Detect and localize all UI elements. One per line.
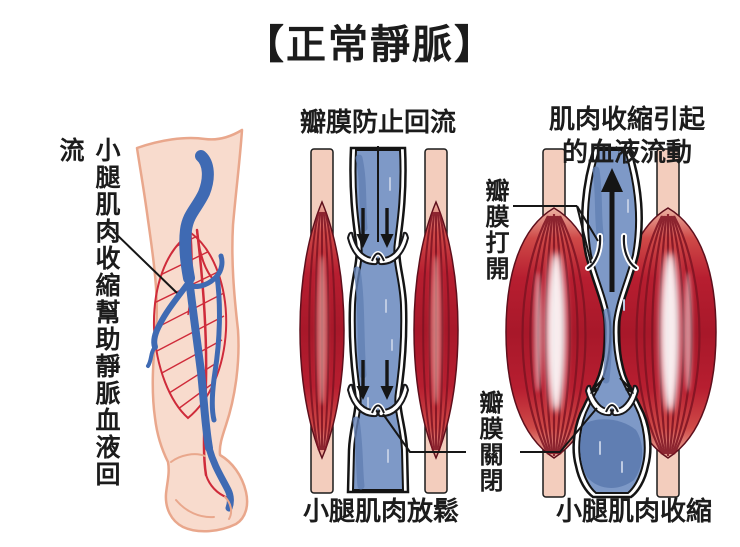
- down-arrow-icon: [356, 360, 394, 400]
- leg-illustration: [112, 128, 249, 533]
- pointer-line-valve-open: [513, 205, 599, 264]
- right-top-label: 肌肉收縮引起 的血液流動: [519, 103, 735, 169]
- down-arrow-icon: [356, 208, 394, 248]
- valve-closed-icon: [346, 231, 410, 266]
- foot-creases: [170, 453, 233, 520]
- valve-closed-icon: [584, 377, 640, 417]
- pointer-line-valve-closed-left: [382, 413, 466, 453]
- valve-open-label: 瓣膜打開: [481, 178, 508, 282]
- contracted-muscle-right: [619, 207, 717, 459]
- left-caption: 小腿肌肉收縮幫助靜脈血液回流: [56, 137, 120, 488]
- relaxed-muscle-left: [299, 200, 345, 460]
- valve-closed-label: 瓣膜關閉: [475, 390, 502, 494]
- vein-texture: [580, 166, 643, 488]
- pointer-line-valve-closed-right: [520, 407, 598, 453]
- valve-open-icon: [585, 233, 639, 271]
- right-top-label-line2: 的血液流動: [561, 137, 692, 167]
- right-top-label-line1: 肌肉收縮引起: [548, 104, 705, 134]
- right-bottom-label: 小腿肌肉收縮: [555, 496, 712, 526]
- middle-bottom-label: 小腿肌肉放鬆: [302, 496, 459, 526]
- contracted-muscle-diagram: [505, 146, 717, 499]
- relaxed-muscle-diagram: [299, 146, 466, 494]
- page-title: 【正常靜脈】: [244, 23, 496, 67]
- pointer-line-calf: [112, 230, 178, 294]
- relaxed-muscle-right: [413, 200, 459, 460]
- up-arrow-icon: [601, 168, 623, 292]
- middle-top-label: 瓣膜防止回流: [299, 107, 456, 137]
- contracted-muscle-left: [505, 207, 605, 459]
